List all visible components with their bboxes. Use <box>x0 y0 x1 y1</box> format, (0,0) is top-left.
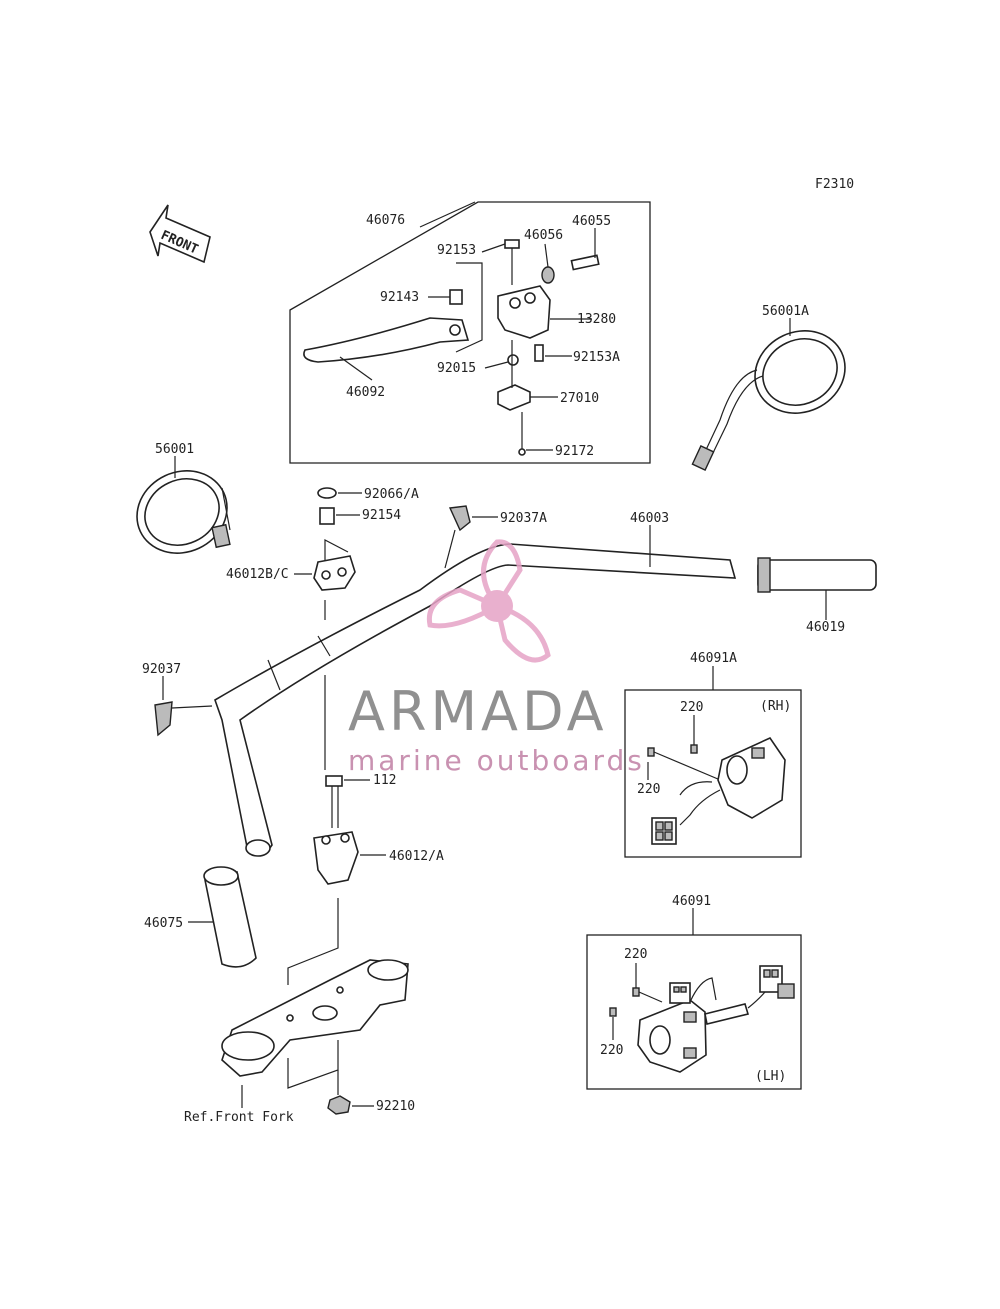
callout-92015: 92015 <box>437 361 476 376</box>
callout-220-a: 220 <box>680 700 703 715</box>
right-mirror <box>691 330 846 471</box>
callout-92037a: 92037A <box>500 511 547 526</box>
callout-46012bc: 46012B/C <box>226 567 289 582</box>
rh-switch-housing <box>717 736 786 819</box>
master-cylinder <box>497 285 551 339</box>
figure-code: F2310 <box>815 177 854 192</box>
callout-92066: 92066/A <box>364 487 419 502</box>
callout-27010: 27010 <box>560 391 599 406</box>
callout-92153a: 92153A <box>573 350 620 365</box>
callout-46056: 46056 <box>524 228 563 243</box>
throttle-grip <box>757 557 877 593</box>
callout-220-b: 220 <box>637 782 660 797</box>
callout-56001a: 56001A <box>762 304 809 319</box>
callout-46055: 46055 <box>572 214 611 229</box>
lh-label: (LH) <box>755 1069 786 1084</box>
lh-connectors <box>669 965 795 1004</box>
callout-13280: 13280 <box>577 312 616 327</box>
brake-switch <box>497 384 531 411</box>
callout-46076: 46076 <box>366 213 405 228</box>
callout-92143: 92143 <box>380 290 419 305</box>
lh-switch-housing <box>637 999 707 1073</box>
brake-lever <box>303 317 470 363</box>
rh-connector <box>651 817 677 845</box>
callout-112: 112 <box>373 773 396 788</box>
callout-220-c: 220 <box>624 947 647 962</box>
lower-clamp <box>313 831 359 885</box>
callout-92210: 92210 <box>376 1099 415 1114</box>
callout-46012a: 46012/A <box>389 849 444 864</box>
callout-46075: 46075 <box>144 916 183 931</box>
callout-46091a: 46091A <box>690 651 737 666</box>
watermark-title: ARMADA <box>348 680 608 743</box>
callout-92037: 92037 <box>142 662 181 677</box>
callout-56001: 56001 <box>155 442 194 457</box>
lh-switch-box <box>586 934 802 1090</box>
callout-92154: 92154 <box>362 508 401 523</box>
callout-46092: 46092 <box>346 385 385 400</box>
watermark-subtitle: marine outboards <box>348 744 645 777</box>
front-arrow-icon: FRONT <box>149 204 211 264</box>
left-mirror <box>136 470 231 554</box>
armada-logo: ARMADA marine outboards <box>348 539 645 777</box>
callout-92172: 92172 <box>555 444 594 459</box>
upper-clamp <box>313 555 356 591</box>
handlebar <box>214 543 737 857</box>
left-grip <box>203 866 257 968</box>
master-cylinder-group-box <box>289 201 651 464</box>
callout-46019: 46019 <box>806 620 845 635</box>
rh-label: (RH) <box>760 699 791 714</box>
callout-220-d: 220 <box>600 1043 623 1058</box>
callout-46003: 46003 <box>630 511 669 526</box>
upper-triple-clamp <box>221 898 409 1089</box>
callout-46091: 46091 <box>672 894 711 909</box>
callout-92153: 92153 <box>437 243 476 258</box>
callout-ref-front-fork: Ref.Front Fork <box>184 1110 294 1125</box>
